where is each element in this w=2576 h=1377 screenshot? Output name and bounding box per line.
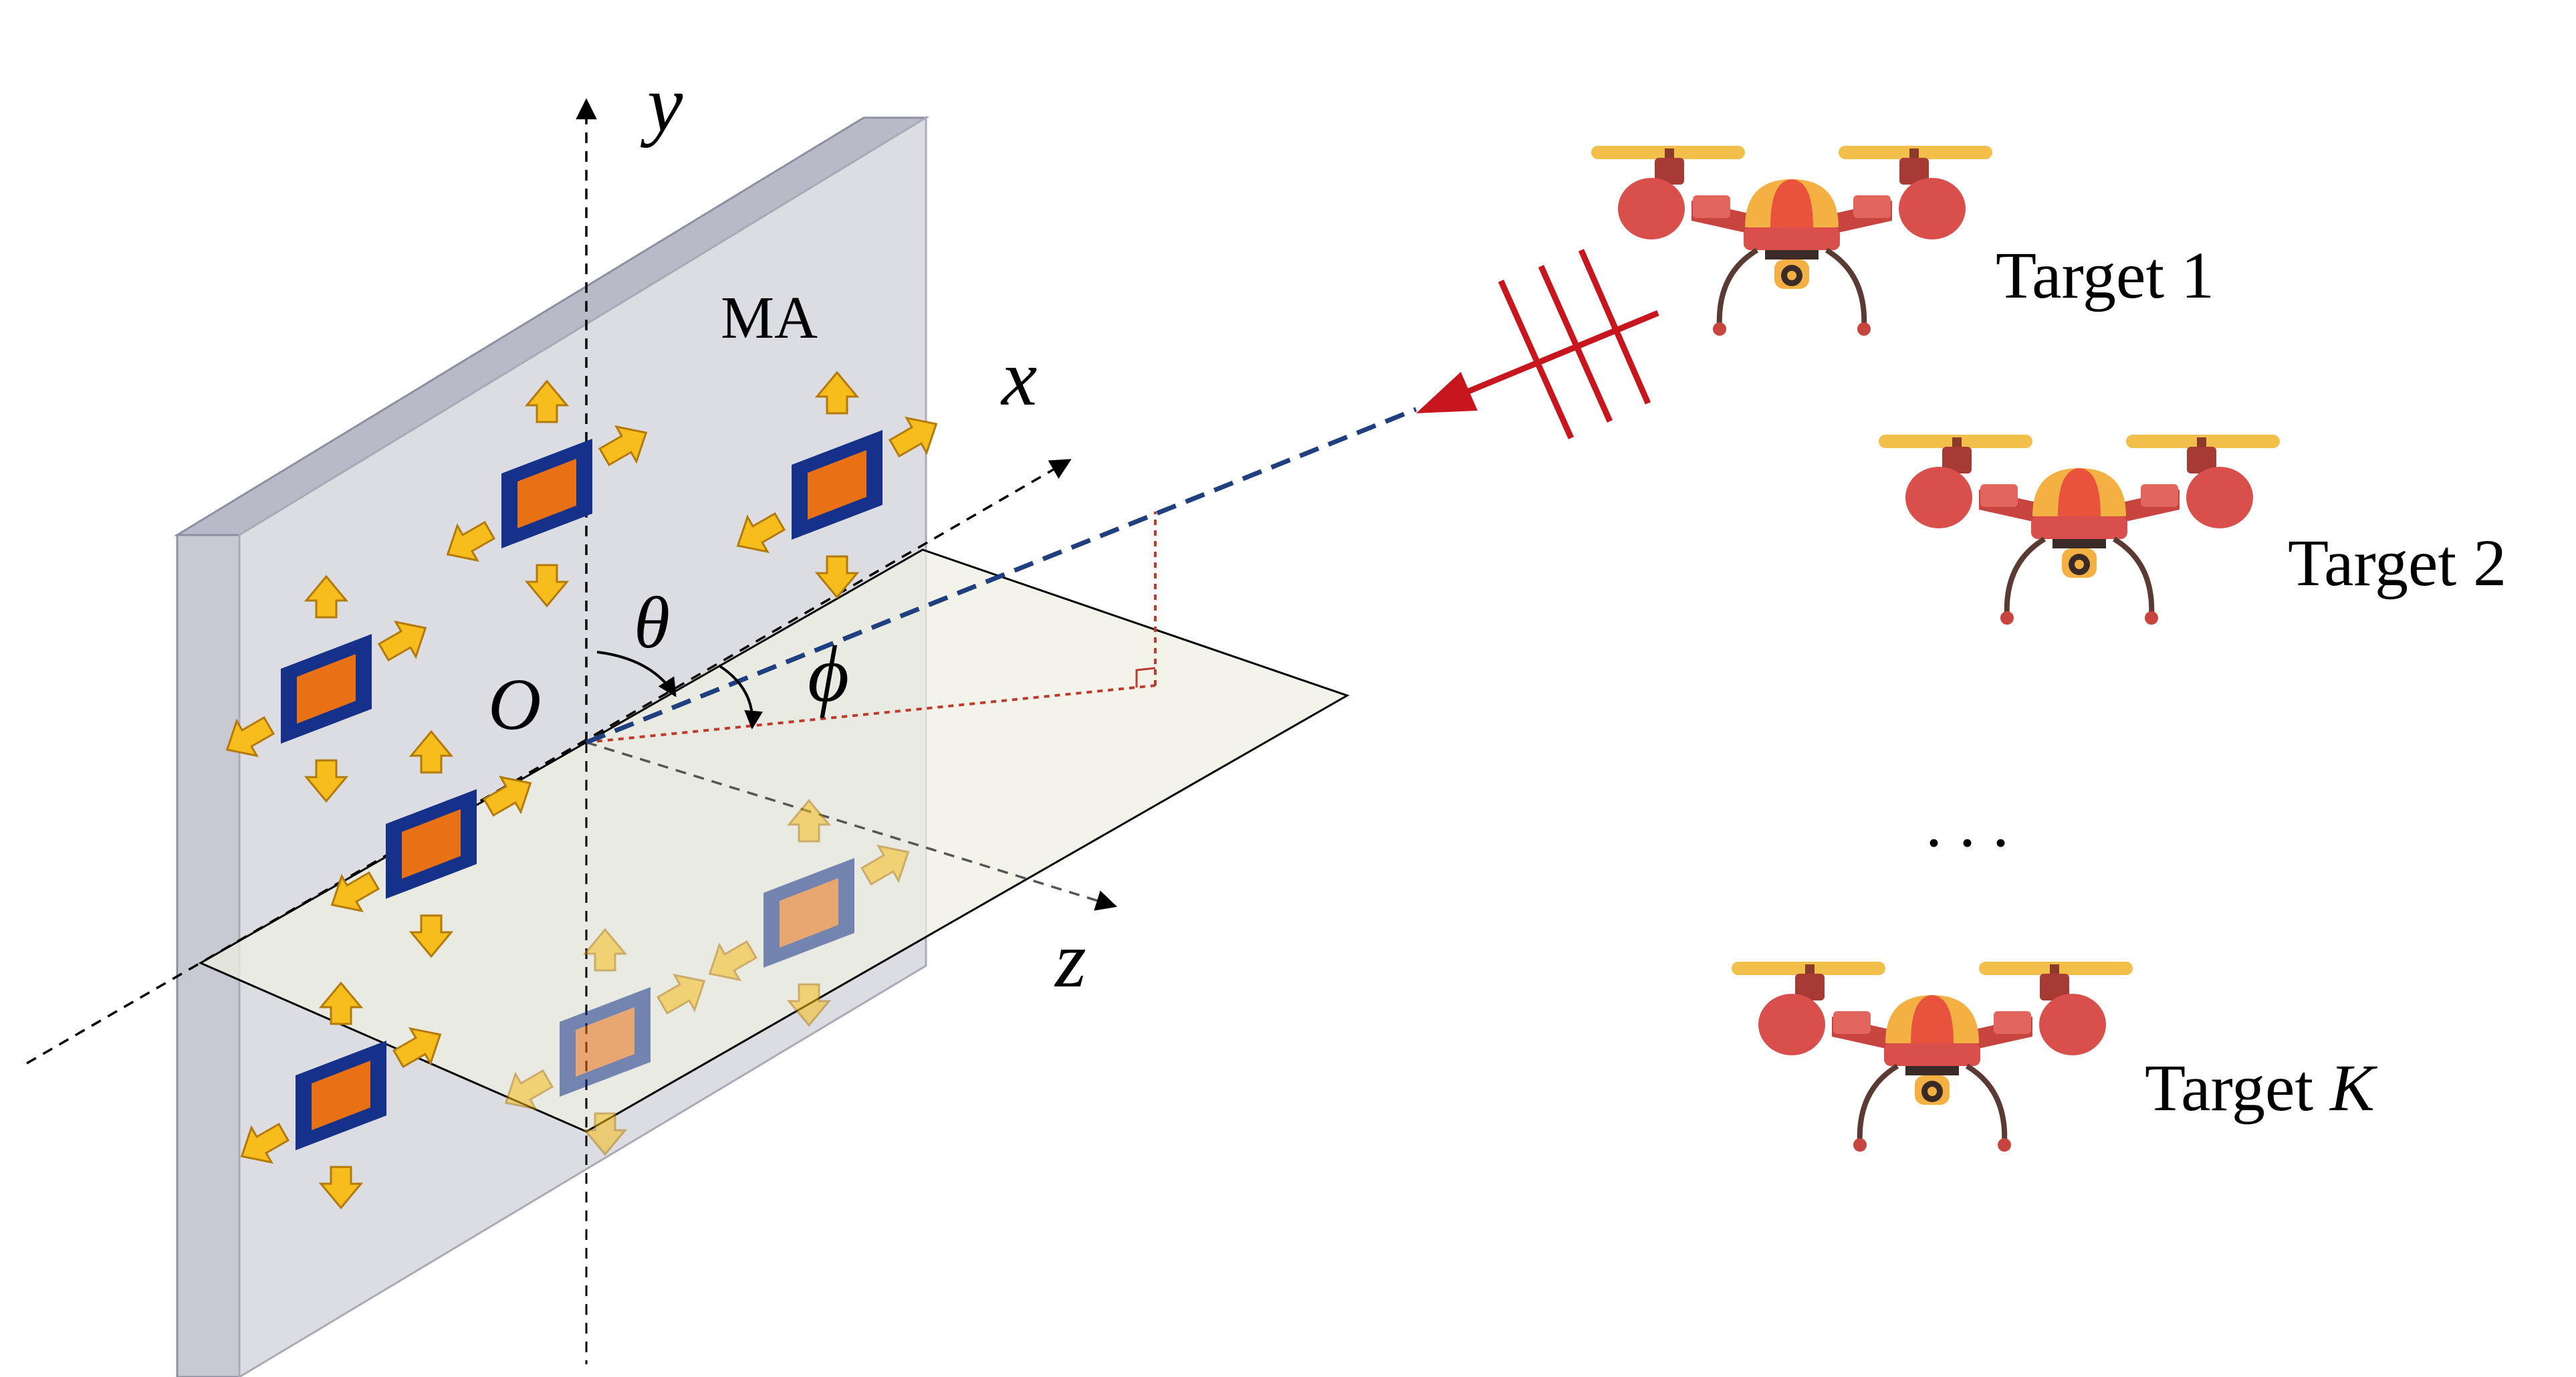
signal-direction-line (585, 407, 1417, 745)
array-label: MA (721, 285, 818, 351)
target-2-label: Target 2 (2288, 526, 2506, 600)
target-k-symbol: K (2329, 1051, 2377, 1125)
drone-target-icon (1879, 435, 2280, 625)
incoming-wave-arrow (1416, 249, 1659, 439)
drone-target-icon (1591, 146, 1992, 336)
target-k-prefix: Target (2145, 1051, 2330, 1125)
angle-arcs (596, 651, 764, 730)
projection-lines (586, 512, 1157, 744)
target-k-label: Target K (2145, 1051, 2377, 1125)
y-axis-label: y (640, 59, 683, 148)
coordinate-axes (26, 98, 1118, 1364)
z-axis-label: z (1054, 915, 1086, 1004)
x-axis (26, 459, 1072, 1065)
phi-label: ϕ (808, 629, 849, 718)
theta-arc (596, 651, 677, 698)
drone-target-icon (1732, 962, 2133, 1152)
theta-label: θ (634, 582, 670, 663)
origin-label: O (488, 663, 541, 745)
xz-plane (198, 548, 1350, 1133)
ellipsis: . . . (1925, 786, 2009, 861)
x-axis-label: x (1000, 333, 1037, 422)
phi-arc (717, 664, 764, 730)
target-1-label: Target 1 (1996, 238, 2214, 312)
